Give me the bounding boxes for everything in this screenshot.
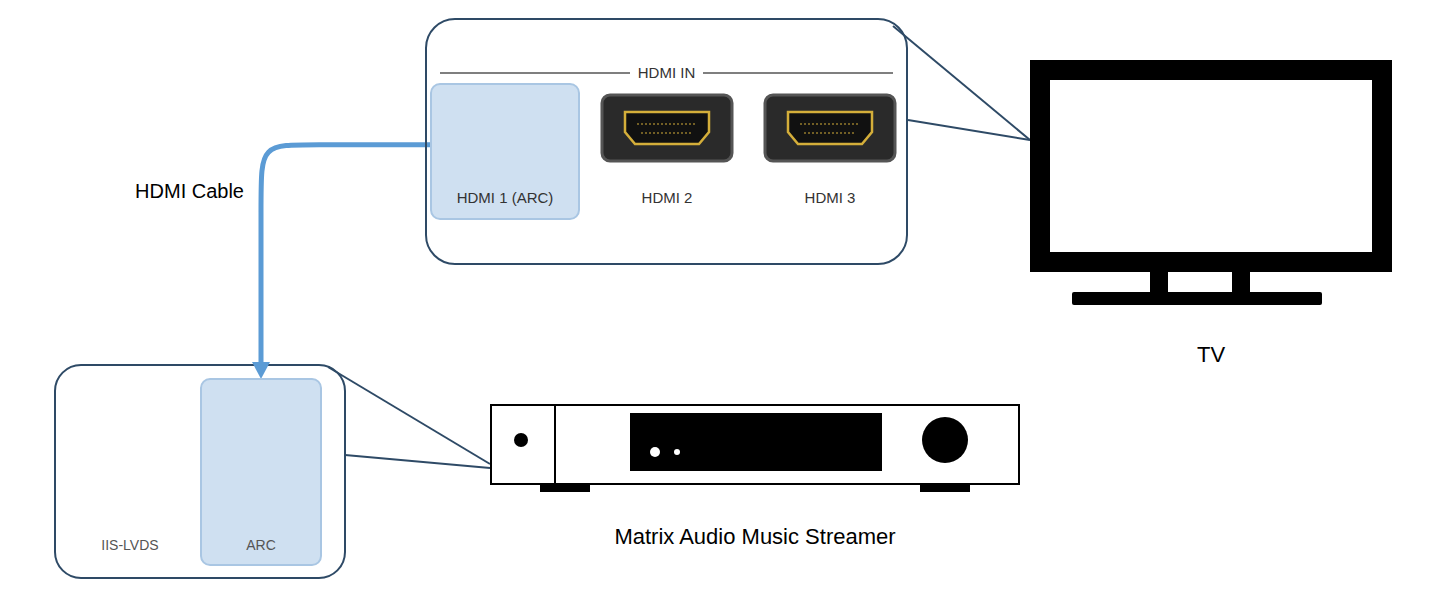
port-label: HDMI 1 (ARC) <box>457 189 554 207</box>
power-button <box>514 433 528 447</box>
cable-label-holder: HDMI Cable <box>132 179 247 203</box>
port-label: HDMI IN <box>630 64 704 82</box>
port-highlight: HDMI 1 (ARC) <box>430 83 580 220</box>
callout-tail <box>345 455 490 468</box>
port-label: HDMI 3 <box>805 189 856 207</box>
music-streamer: Matrix Audio Music Streamer <box>490 405 1020 555</box>
hdmi-port <box>602 95 732 161</box>
device-foot <box>920 484 970 492</box>
port-label: Matrix Audio Music Streamer <box>614 524 895 550</box>
hdmi-connector <box>788 112 872 144</box>
callout-tail <box>893 26 1030 140</box>
tv-base <box>1072 292 1322 305</box>
port-highlight: ARC <box>200 378 322 566</box>
hdmi-port: HDMI 3 <box>760 88 900 215</box>
port-label: ARC <box>246 537 276 554</box>
cable-label: HDMI Cable <box>132 180 247 202</box>
hdmi-port <box>765 95 895 161</box>
tv-leg <box>1150 272 1168 294</box>
hdmi-connector <box>625 112 709 144</box>
front-divider <box>554 405 556 484</box>
indicator <box>674 449 680 455</box>
hdmi-port: HDMI 2 <box>597 88 737 215</box>
hdmi-cable <box>261 145 430 370</box>
tv-screen <box>1040 70 1382 262</box>
tv: TV <box>1030 60 1392 370</box>
streamer-body <box>491 405 1019 484</box>
callout-tail <box>908 120 1030 140</box>
hdmi-port: IIS-LVDS <box>82 385 178 560</box>
volume-knob <box>922 417 968 463</box>
display <box>630 413 882 471</box>
device-foot <box>540 484 590 492</box>
callout-tail <box>328 367 490 464</box>
port-label: TV <box>1197 342 1225 368</box>
port-label: IIS-LVDS <box>101 537 158 554</box>
callout-panel <box>55 365 345 578</box>
callout-panel: HDMI IN HDMI 1 (ARC) HDMI 2 HDMI 3 <box>425 18 908 265</box>
indicator <box>650 447 660 457</box>
port-label: HDMI 2 <box>642 189 693 207</box>
tv-leg <box>1232 272 1250 294</box>
